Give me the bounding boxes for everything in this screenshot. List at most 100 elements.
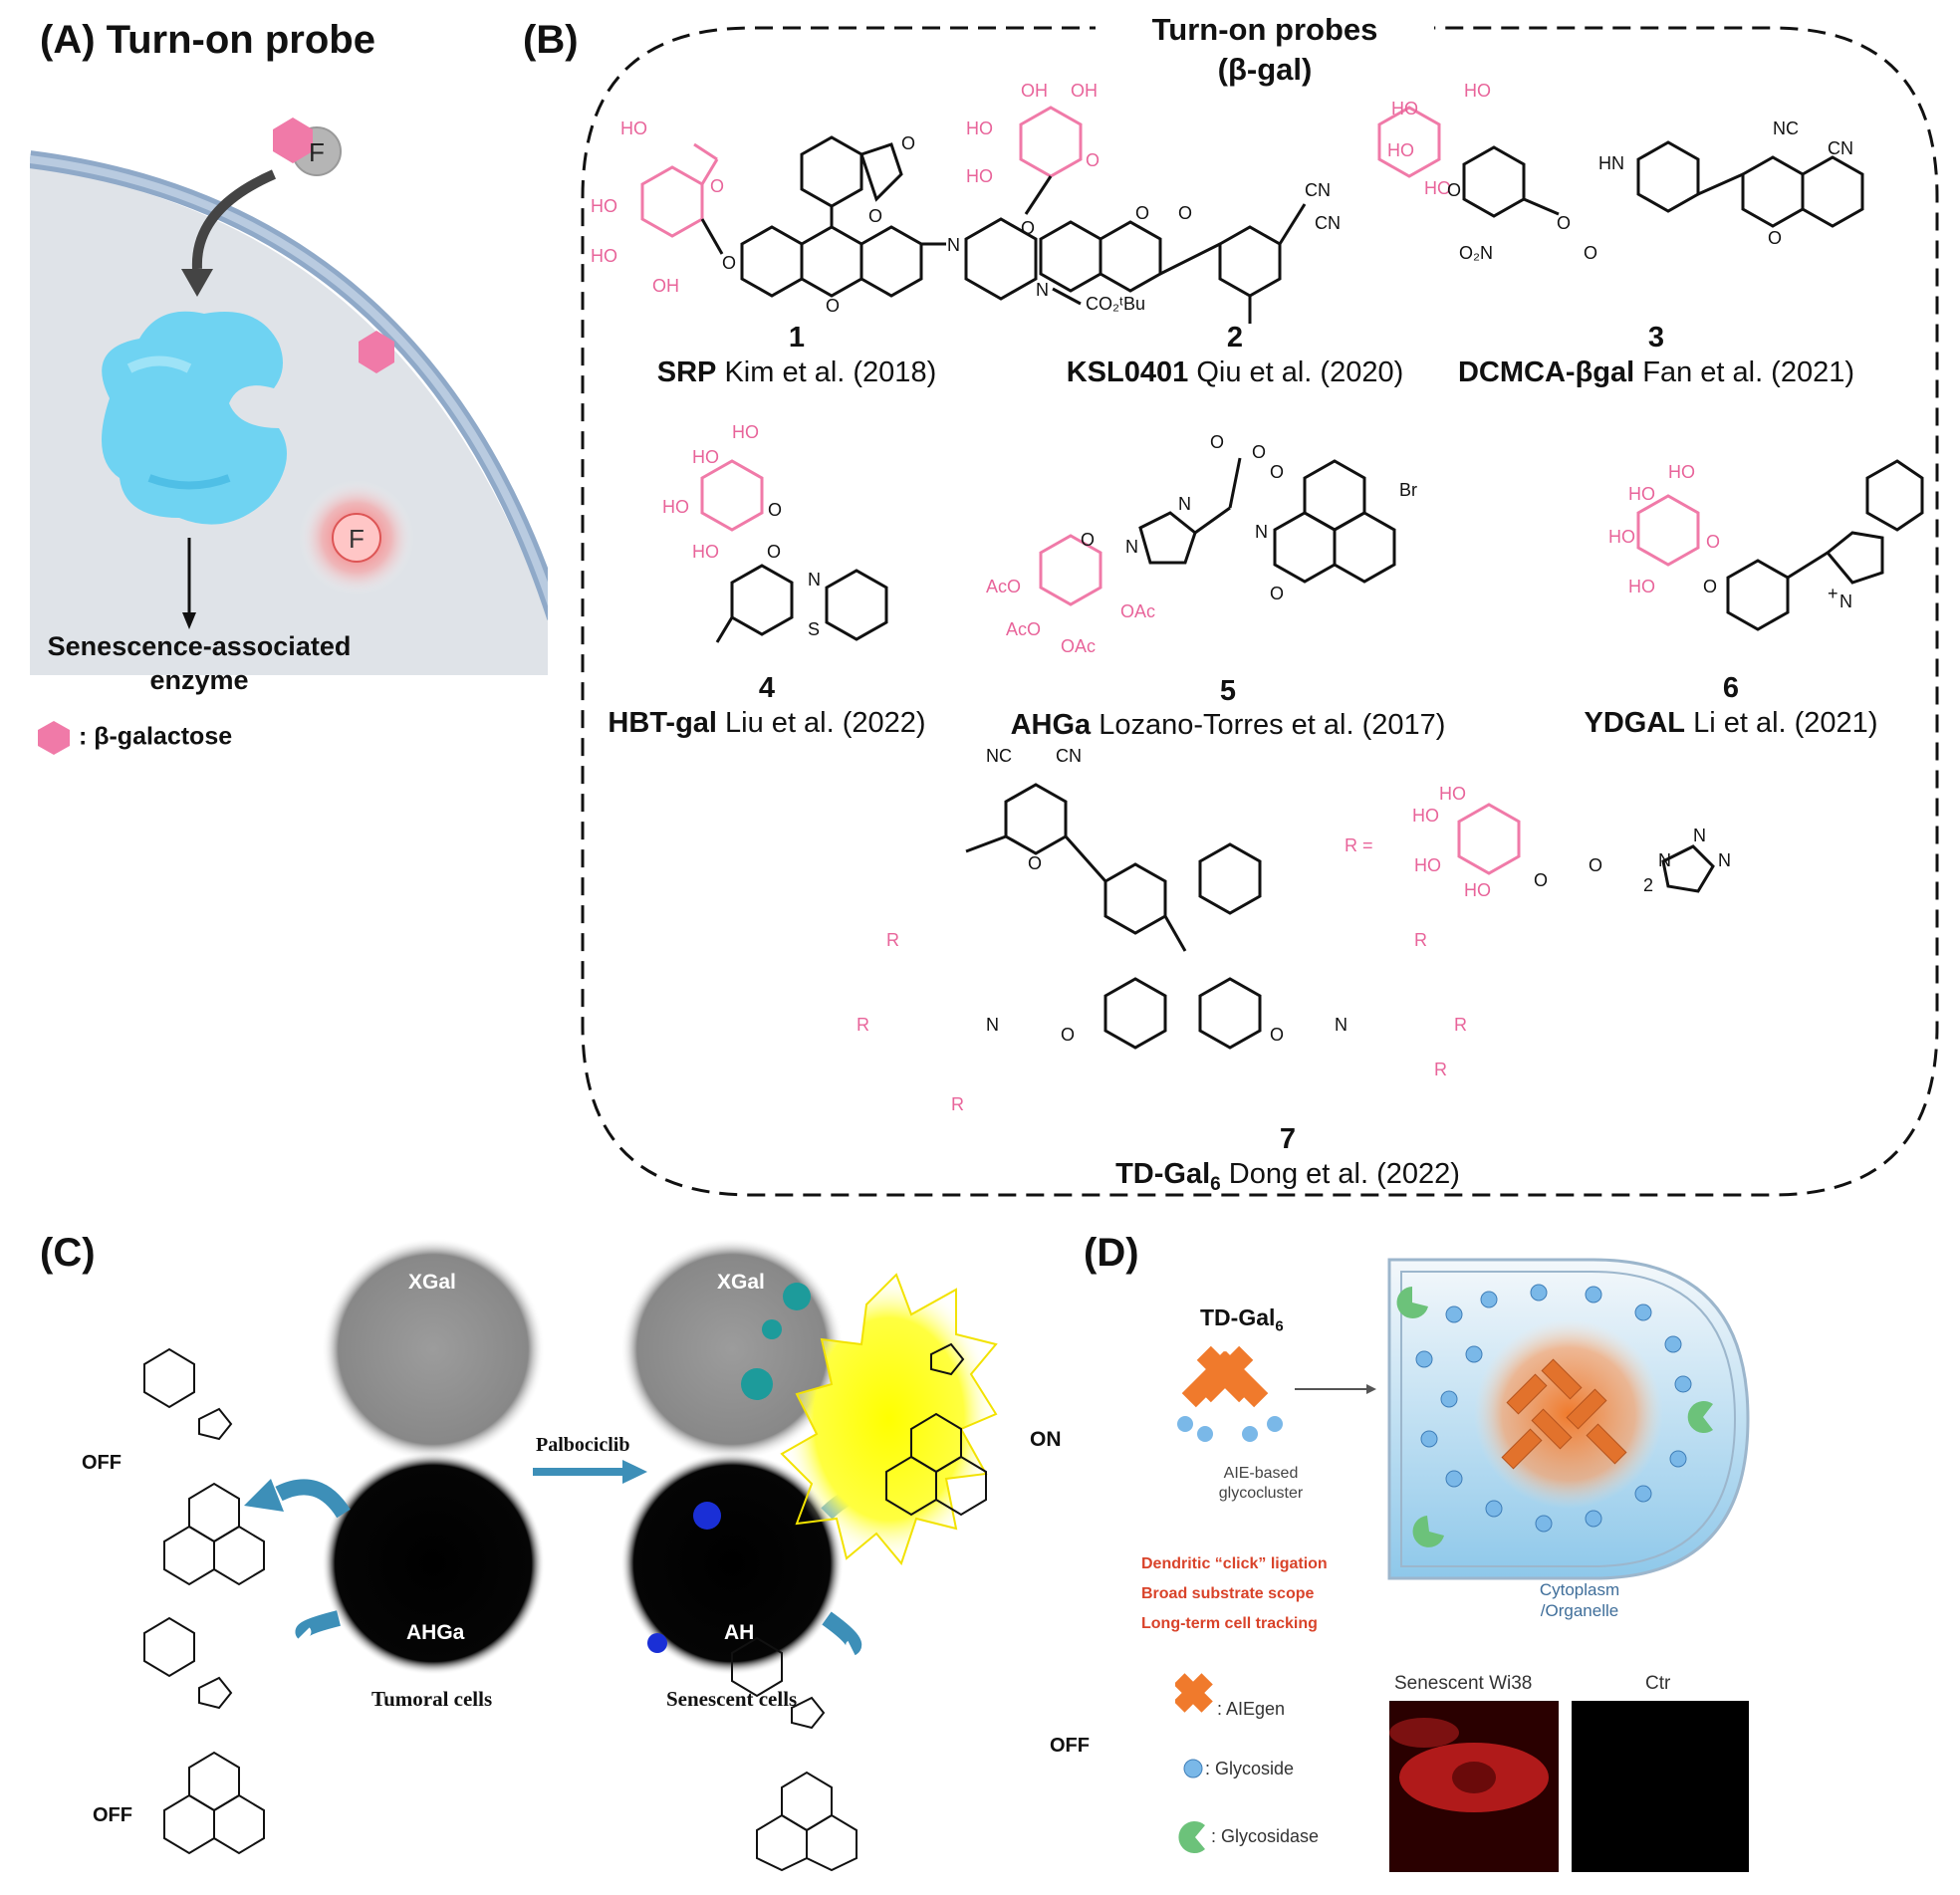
svg-text:O: O <box>1703 577 1717 596</box>
td-gal-title: TD-Gal6 <box>1200 1304 1284 1335</box>
svg-text:O: O <box>1210 432 1224 452</box>
svg-text:HO: HO <box>591 246 617 266</box>
feature-3: Long-term cell tracking <box>1141 1615 1318 1632</box>
svg-text:HO: HO <box>662 497 689 517</box>
probe-6-number: 6 <box>1722 672 1740 704</box>
probe-3-caption: DCMCA-βgal Fan et al. (2021) <box>1457 356 1855 388</box>
off-label-3: OFF <box>1050 1735 1090 1757</box>
xgal-label-2: XGal <box>717 1271 765 1294</box>
svg-text:AcO: AcO <box>986 577 1021 596</box>
svg-text:HO: HO <box>1387 140 1414 160</box>
off-label-2: OFF <box>93 1804 132 1826</box>
svg-text:N: N <box>808 570 821 590</box>
svg-text:HO: HO <box>1464 81 1491 101</box>
probe-7-number: 7 <box>1279 1123 1297 1155</box>
svg-text:HO: HO <box>1412 806 1439 826</box>
structures-row-2: HO HO HO HO O O N S AcO AcO OAc OAc O N … <box>662 422 1924 656</box>
svg-text:O: O <box>1706 532 1720 552</box>
ahga-tumoral-image <box>322 1452 545 1675</box>
svg-text:HO: HO <box>692 447 719 467</box>
svg-text:S: S <box>808 619 820 639</box>
probe-2-number: 2 <box>1226 322 1244 354</box>
svg-text:O: O <box>1021 218 1035 238</box>
svg-text:OH: OH <box>1071 81 1098 101</box>
legend-glycosidase-icon <box>1178 1821 1205 1853</box>
panel-d-label: (D) <box>1084 1231 1139 1275</box>
ctr-image <box>1572 1701 1749 1872</box>
glycocluster-icon <box>1177 1345 1283 1442</box>
svg-text:O: O <box>767 542 781 562</box>
molecule-off-3 <box>731 1636 858 1872</box>
svg-text:CN: CN <box>1828 138 1853 158</box>
glycosidase-icon-3 <box>1412 1516 1444 1547</box>
svg-text:CN: CN <box>1305 180 1331 200</box>
svg-text:HO: HO <box>966 118 993 138</box>
senescent-wi38-label: Senescent Wi38 <box>1394 1673 1533 1694</box>
structure-1: HO O HO HO OH O O O O N N CO₂ᵗBu <box>591 118 1145 316</box>
svg-text:R: R <box>886 930 899 950</box>
glycosidase-icon-2 <box>1687 1401 1713 1433</box>
panel-b-frame <box>581 26 1939 1197</box>
on-label: ON <box>1030 1428 1062 1451</box>
probe-5-caption: AHGa Lozano-Torres et al. (2017) <box>1010 709 1446 741</box>
feature-1: Dendritic “click” ligation <box>1141 1555 1328 1572</box>
svg-text:N: N <box>1255 522 1268 542</box>
structure-3: HO HO HO HO O O₂N O O HN O NC CN <box>1377 81 1864 263</box>
legend-aiegen-icon <box>1175 1673 1213 1713</box>
svg-text:OAc: OAc <box>1120 601 1155 621</box>
svg-text:HO: HO <box>1439 784 1466 804</box>
fluor-letter-1: F <box>309 137 325 167</box>
svg-text:HO: HO <box>620 118 647 138</box>
molecule-off-1 <box>143 1347 265 1586</box>
svg-text:O: O <box>1061 1025 1075 1045</box>
molecule-off-2 <box>143 1616 265 1855</box>
svg-text:HO: HO <box>1464 880 1491 900</box>
probe-6-caption: YDGAL Li et al. (2021) <box>1584 707 1878 739</box>
probe-2-caption: KSL0401 Qiu et al. (2020) <box>1066 356 1404 388</box>
legend-glycosidase-label: : Glycosidase <box>1211 1826 1320 1846</box>
svg-text:N: N <box>1658 850 1671 870</box>
svg-text:HO: HO <box>591 196 617 216</box>
legend-aiegen-label: : AIEgen <box>1217 1699 1286 1719</box>
svg-text:O: O <box>1135 203 1149 223</box>
svg-text:O: O <box>901 133 915 153</box>
svg-text:CN: CN <box>1315 213 1341 233</box>
ahga-label: AHGa <box>406 1621 465 1644</box>
svg-text:NC: NC <box>1773 118 1799 138</box>
svg-text:CN: CN <box>1056 746 1082 766</box>
svg-text:HN: HN <box>1598 153 1624 173</box>
fluor-letter-2: F <box>349 524 365 554</box>
senescent-cells-label: Senescent cells <box>666 1687 798 1711</box>
molecule-on <box>885 1342 987 1517</box>
probe-1-number: 1 <box>788 322 806 354</box>
ah-senescent-image <box>620 1452 844 1675</box>
svg-text:O: O <box>1534 870 1548 890</box>
svg-text:R: R <box>951 1094 964 1114</box>
svg-text:HO: HO <box>1628 484 1655 504</box>
svg-text:OAc: OAc <box>1061 636 1096 656</box>
svg-text:HO: HO <box>692 542 719 562</box>
xgal-label-1: XGal <box>408 1271 456 1294</box>
probe-4-caption: HBT-gal Liu et al. (2022) <box>608 707 926 739</box>
svg-text:HO: HO <box>1628 577 1655 596</box>
svg-text:O: O <box>826 296 840 316</box>
svg-text:Br: Br <box>1399 480 1417 500</box>
svg-text:O: O <box>868 206 882 226</box>
ah-label: AH <box>724 1621 755 1644</box>
svg-text:R: R <box>857 1015 869 1035</box>
svg-text:O: O <box>722 253 736 273</box>
svg-text:N: N <box>1125 537 1138 557</box>
svg-text:2: 2 <box>1643 875 1653 895</box>
svg-text:O: O <box>1081 530 1095 550</box>
svg-text:HO: HO <box>1424 178 1451 198</box>
aie-caption: AIE-based glycocluster <box>1218 1465 1304 1502</box>
svg-text:O: O <box>1086 150 1100 170</box>
panel-a-legend: : β-galactose <box>36 719 232 755</box>
svg-text:O: O <box>768 500 782 520</box>
fluorescence-burst <box>780 1273 998 1566</box>
svg-text:HO: HO <box>1391 99 1418 118</box>
svg-text:AcO: AcO <box>1006 619 1041 639</box>
arrow-right-down <box>822 1611 862 1656</box>
svg-text:+: + <box>1828 584 1838 603</box>
panel-b-title: Turn-on probes (β-gal) <box>1096 10 1434 90</box>
